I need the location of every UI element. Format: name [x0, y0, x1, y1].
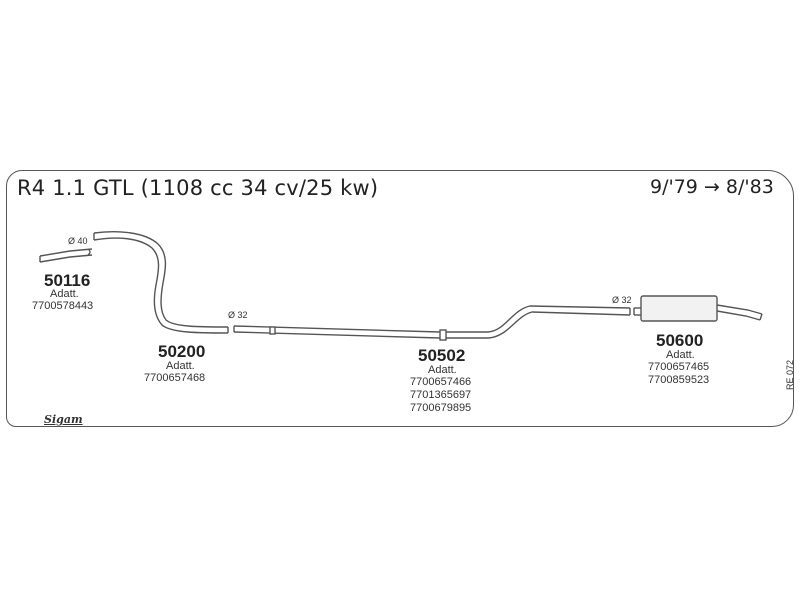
- part-number-50200[interactable]: 50200: [158, 342, 206, 361]
- adatt-label-50600: Adatt.: [666, 349, 695, 361]
- oem-number-50116: 7700578443: [32, 300, 94, 312]
- silencer-50600[interactable]: [633, 295, 763, 322]
- diameter-label-50200: Ø 32: [228, 310, 248, 320]
- part-number-50600[interactable]: 50600: [656, 331, 704, 350]
- adatt-label-50116: Adatt.: [50, 288, 79, 300]
- oem-number-50600: 7700657465: [648, 361, 710, 373]
- oem-number-50502: 7701365697: [410, 389, 472, 401]
- brand-logo: Sigam: [44, 413, 83, 426]
- reference-code: RE 072: [785, 359, 795, 390]
- pipe-50502[interactable]: [233, 305, 631, 341]
- oem-number-50200: 7700657468: [144, 372, 206, 384]
- production-date-range: 9/'79 → 8/'83: [650, 176, 774, 198]
- part-number-50502[interactable]: 50502: [418, 346, 466, 365]
- oem-number-50600: 7700859523: [648, 374, 710, 386]
- part-number-50116[interactable]: 50116: [44, 271, 91, 290]
- pipe-50200[interactable]: [93, 231, 229, 334]
- adatt-label-50200: Adatt.: [166, 360, 195, 372]
- adatt-label-50502: Adatt.: [428, 364, 457, 376]
- oem-number-50502: 7700679895: [410, 402, 472, 414]
- pipe-50116[interactable]: [39, 248, 93, 263]
- diameter-label-50116: Ø 40: [68, 236, 88, 246]
- diagram-frame: [6, 170, 794, 427]
- vehicle-title: R4 1.1 GTL (1108 cc 34 cv/25 kw): [17, 176, 379, 200]
- diameter-label-50600: Ø 32: [612, 295, 632, 305]
- oem-number-50502: 7700657466: [410, 376, 472, 388]
